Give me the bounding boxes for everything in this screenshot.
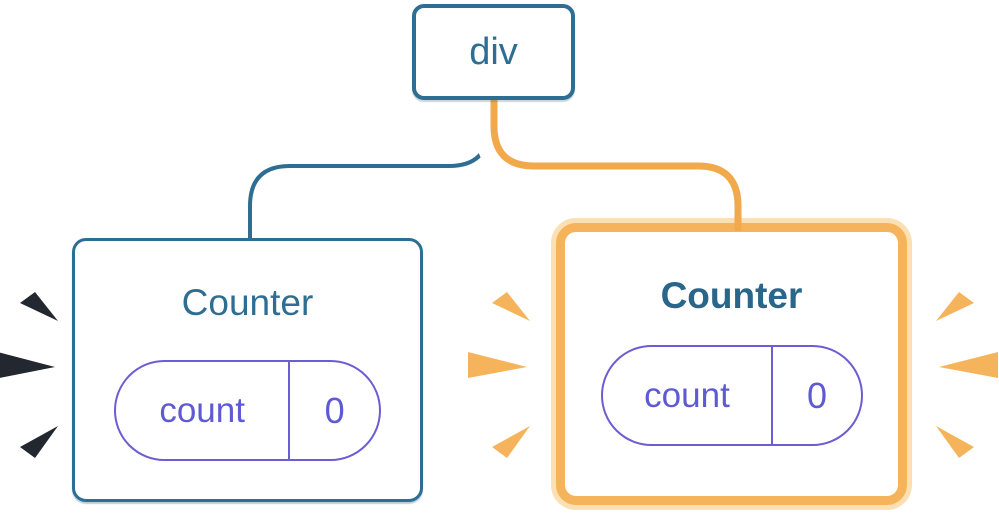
edge-div-to-right-counter xyxy=(490,99,742,231)
root-node-label: div xyxy=(469,31,518,73)
edge-div-to-right-counter-casing xyxy=(474,99,758,218)
right-counter-card-highlighted: Counter count 0 xyxy=(556,223,907,505)
state-value: 0 xyxy=(288,362,379,459)
root-node-div: div xyxy=(412,4,575,100)
right-counter-title: Counter xyxy=(660,275,803,316)
state-value: 0 xyxy=(771,347,860,444)
right-state-pill: count 0 xyxy=(600,345,863,446)
left-counter-card: Counter count 0 xyxy=(72,238,423,502)
state-key-label: count xyxy=(644,375,730,415)
burst-marks-right-icon xyxy=(936,292,998,458)
state-key-label: count xyxy=(159,390,245,430)
left-state-pill: count 0 xyxy=(114,360,381,461)
burst-marks-middle-icon xyxy=(468,292,530,458)
left-counter-title: Counter xyxy=(181,282,314,323)
edge-div-to-left-counter xyxy=(248,99,491,240)
burst-marks-left-icon xyxy=(0,292,58,458)
